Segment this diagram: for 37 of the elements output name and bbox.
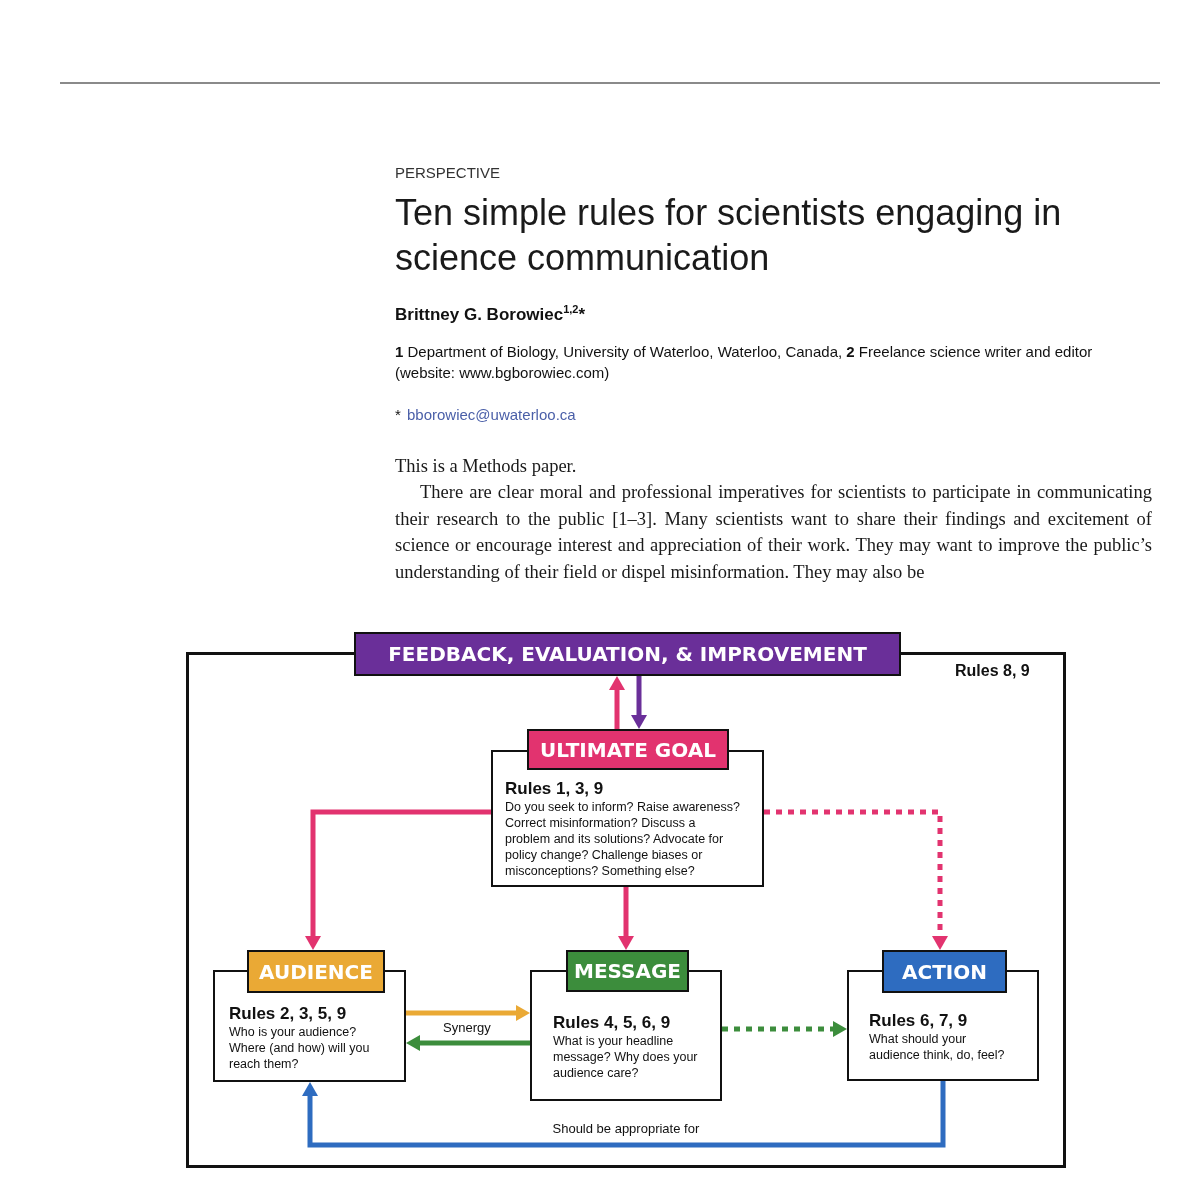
- question-text: What is your headline message? Why does your audience care?: [553, 1033, 699, 1081]
- arrow: [631, 676, 647, 729]
- question-text: Who is your audience? Where (and how) will you reach them?: [229, 1024, 371, 1072]
- dotted-arrow: [722, 1021, 847, 1037]
- arrow: [609, 676, 625, 729]
- process-box: [491, 729, 764, 887]
- process-box: [530, 950, 722, 1101]
- process-box: [213, 950, 406, 1082]
- arrow: [406, 1005, 530, 1021]
- heading-tab: ULTIMATE GOAL: [527, 729, 729, 770]
- rules-heading: Rules 2, 3, 5, 9: [229, 1004, 348, 1024]
- question-text: Do you seek to inform? Raise awareness? Correct misinformation? Discuss a problem and its solutions? Advocate for policy change? Challenge biases or misconceptions? Something else?: [505, 799, 741, 879]
- dotted-arrow: [764, 809, 948, 950]
- arrow: [305, 809, 491, 950]
- email-link: bborowiec@uwaterloo.ca: [407, 405, 576, 425]
- process-box: [847, 950, 1039, 1081]
- footnote-mark: *: [395, 405, 401, 425]
- rules-heading: Rules 1, 3, 9: [505, 779, 605, 799]
- arrow: [302, 1081, 946, 1148]
- rules-heading: Rules 6, 7, 9: [869, 1011, 969, 1031]
- author-name: Brittney G. Borowiec$^{1,2}$*: [395, 305, 586, 325]
- rules-heading: Rules 4, 5, 6, 9: [553, 1013, 672, 1033]
- edge-label: Synergy: [440, 1020, 494, 1036]
- banner-box: [354, 632, 901, 676]
- paper-title: Ten simple rules for scientists engaging in science communication: [395, 191, 1063, 280]
- body-paragraph: There are clear moral and professional imperatives for scientists to participate in communicating their research to the public [1–3]. Many scientists want to share their findings and excitement of science or encourage interest and appreciation of their work. They may want to improve the public’s understanding of their field or dispel misinformation. They may also be: [395, 481, 1152, 584]
- arrow: [406, 1035, 530, 1051]
- arrow: [618, 887, 634, 950]
- heading-tab: ACTION: [882, 950, 1007, 993]
- heading-tab: AUDIENCE: [247, 950, 385, 993]
- banner-heading: FEEDBACK, EVALUATION, & IMPROVEMENT: [387, 642, 868, 666]
- affiliation-text: 1 Department of Biology, University of Waterloo, Waterloo, Canada, 2 Freelance science writer and editor (website: www.bgborowiec.com): [395, 342, 1094, 383]
- heading-tab: MESSAGE: [566, 950, 689, 992]
- question-text: What should your audience think, do, feel?: [869, 1031, 1006, 1063]
- section-label: PERSPECTIVE: [395, 164, 502, 182]
- rules-label: Rules 8, 9: [955, 661, 1030, 681]
- intro-sentence: This is a Methods paper.: [395, 455, 578, 478]
